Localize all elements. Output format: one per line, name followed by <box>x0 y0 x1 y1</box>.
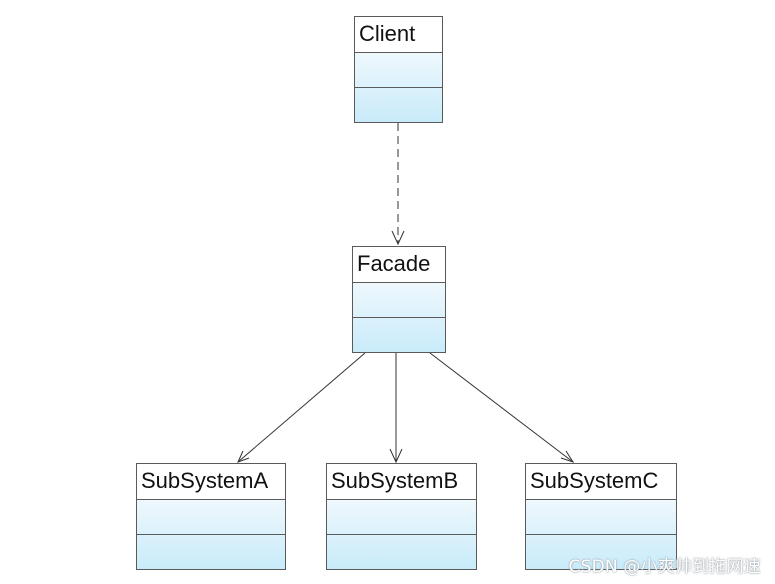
watermark-text: CSDN @小爽帅到拖网速 <box>568 557 761 577</box>
class-subsystemc[interactable]: SubSystemC <box>525 463 677 570</box>
class-client-name: Client <box>355 17 442 53</box>
class-facade[interactable]: Facade <box>352 246 446 353</box>
class-subsystemc-name: SubSystemC <box>526 464 676 500</box>
class-subsystema[interactable]: SubSystemA <box>136 463 286 570</box>
class-subsystemb-name: SubSystemB <box>327 464 476 500</box>
class-facade-attributes <box>353 283 445 318</box>
class-subsystema-name: SubSystemA <box>137 464 285 500</box>
class-subsystema-attributes <box>137 500 285 535</box>
arrowhead-subsystemb <box>389 448 403 464</box>
class-subsystemb-attributes <box>327 500 476 535</box>
arrowhead-facade <box>391 230 405 246</box>
class-facade-name: Facade <box>353 247 445 283</box>
arrowhead-subsystemc <box>560 450 575 463</box>
arrowhead-subsystema <box>237 450 250 463</box>
class-client[interactable]: Client <box>354 16 443 123</box>
association-facade-subsystema <box>237 352 366 463</box>
class-client-attributes <box>355 53 442 88</box>
class-subsystemb[interactable]: SubSystemB <box>326 463 477 570</box>
class-subsystemc-attributes <box>526 500 676 535</box>
association-facade-subsystemc <box>429 352 574 463</box>
